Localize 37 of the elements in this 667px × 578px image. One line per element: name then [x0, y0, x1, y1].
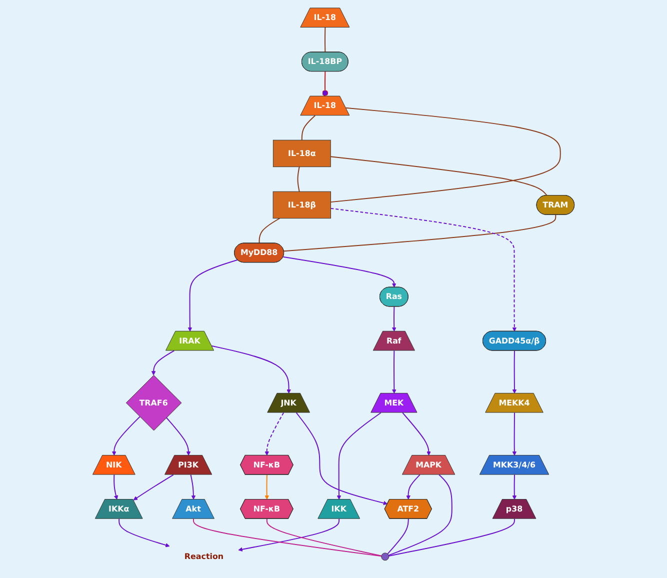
connector — [388, 474, 452, 556]
connector — [322, 71, 328, 97]
node-circle — [381, 552, 390, 561]
arrow — [264, 412, 284, 456]
connector — [297, 166, 300, 192]
connector — [387, 518, 409, 554]
connector — [192, 518, 382, 557]
arrow — [166, 417, 191, 456]
connector — [330, 156, 548, 196]
arrow — [296, 412, 388, 506]
arrow — [264, 474, 270, 500]
connector — [388, 518, 515, 556]
arrow — [406, 474, 420, 500]
connector — [266, 518, 382, 556]
arrow — [211, 345, 291, 394]
arrow — [238, 518, 340, 552]
arrow — [114, 474, 118, 500]
arrow — [118, 518, 170, 548]
connector — [330, 107, 561, 203]
arrow — [336, 412, 382, 500]
arrow — [402, 412, 431, 456]
connector — [301, 115, 316, 141]
arrow — [512, 350, 517, 394]
arrow — [392, 306, 396, 332]
arrow — [112, 416, 140, 456]
arrow — [188, 259, 238, 332]
arrow — [151, 350, 175, 376]
arrow — [190, 474, 196, 500]
arrow — [512, 412, 517, 456]
connector — [283, 214, 556, 252]
arrow — [133, 474, 174, 500]
connector — [258, 218, 280, 244]
arrow — [512, 474, 517, 500]
arrow — [330, 208, 517, 332]
arrow — [392, 350, 396, 394]
arrow — [282, 256, 396, 288]
connector — [324, 27, 326, 53]
